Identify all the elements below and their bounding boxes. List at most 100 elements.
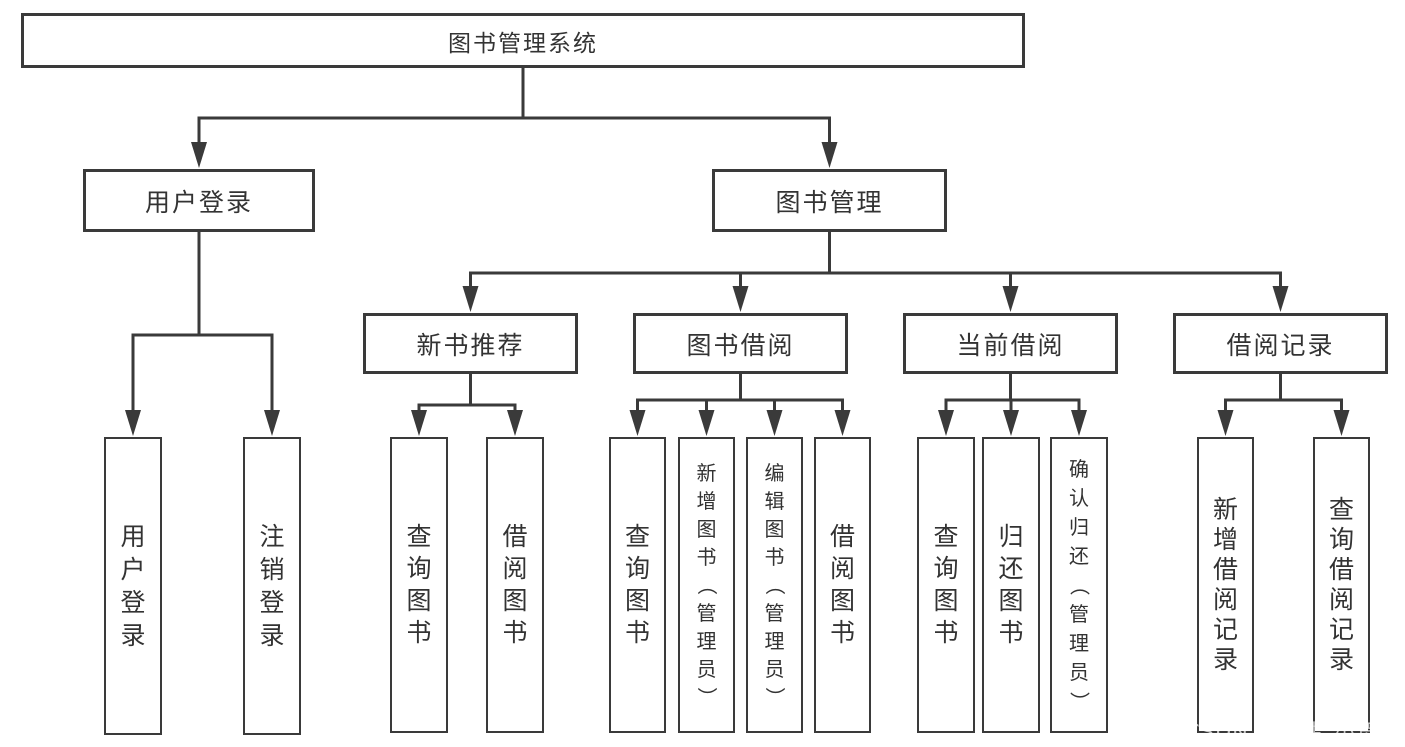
arrowhead-icon	[1217, 410, 1234, 436]
node-label-char: 查	[406, 522, 432, 551]
arrowhead-icon	[507, 410, 523, 436]
node-label-char: 录	[259, 621, 285, 650]
node-label-char: 图	[764, 517, 785, 541]
node-label-char: 图	[406, 586, 432, 615]
node-label-char: 书	[406, 618, 432, 647]
node-label-char: 新	[1212, 495, 1238, 524]
watermark: CSDN @软件_小贺同学	[1185, 720, 1405, 744]
node-label-char: 确	[1069, 456, 1089, 481]
node-label-char: 登	[259, 588, 285, 617]
node-new-book-recommend: 新书推荐	[363, 313, 578, 374]
node-label-char: 借	[502, 522, 528, 551]
node-cb-confirm-return: 确认归还 （ 管理员 ）	[1050, 437, 1108, 733]
arrowhead-icon	[411, 410, 427, 436]
arrowhead-icon	[938, 410, 954, 436]
node-label-char: 员	[696, 657, 717, 681]
node-label-char: 图	[624, 586, 650, 615]
node-cb-query-books: 查询图书	[917, 437, 975, 733]
node-label-char: 书	[829, 618, 855, 647]
arrowhead-icon	[1272, 286, 1289, 312]
node-label-char: 书	[998, 618, 1024, 647]
node-label-char: （	[1067, 575, 1092, 595]
node-label-char: 录	[120, 621, 146, 650]
node-br-query-record: 查询借阅记录	[1313, 437, 1370, 733]
node-label-char: 询	[933, 554, 959, 583]
node-label-char: 增	[696, 489, 717, 513]
node-label-char: （	[694, 575, 719, 595]
node-label-char: 阅	[1212, 585, 1238, 614]
node-label-char: 销	[259, 555, 285, 584]
arrowhead-icon	[264, 410, 280, 436]
node-label: 用户登录	[144, 187, 253, 217]
arrowhead-icon	[462, 286, 479, 312]
node-label: 图书借阅	[686, 330, 795, 360]
node-cb-return-books: 归还图书	[982, 437, 1040, 733]
node-label-char: 管	[1069, 601, 1089, 626]
node-label-char: 理	[1069, 630, 1089, 655]
node-label-char: 录	[1328, 645, 1354, 674]
node-label-char: 还	[1069, 543, 1089, 568]
node-borrow-records: 借阅记录	[1173, 313, 1388, 374]
arrowhead-icon	[629, 410, 646, 436]
node-label-char: 录	[1212, 645, 1238, 674]
node-label-char: 记	[1212, 615, 1238, 644]
node-label-char: 查	[624, 522, 650, 551]
node-label-char: 辑	[764, 489, 785, 513]
node-label-char: 注	[259, 522, 285, 551]
arrowhead-icon	[1002, 286, 1019, 312]
node-bb-borrow-books: 借阅图书	[814, 437, 871, 733]
node-label-char: 新	[696, 461, 717, 485]
node-label-char: 记	[1328, 615, 1354, 644]
node-label-char: 理	[764, 629, 785, 653]
node-label-char: 登	[120, 588, 146, 617]
node-book-borrow: 图书借阅	[633, 313, 848, 374]
node-label-char: 图	[998, 586, 1024, 615]
node-label-char: 询	[1328, 525, 1354, 554]
node-label-char: ）	[762, 687, 787, 707]
node-label: 图书管理系统	[448, 30, 598, 57]
node-root: 图书管理系统	[21, 13, 1025, 68]
node-label-char: 阅	[829, 554, 855, 583]
node-label-char: 图	[502, 586, 528, 615]
node-nb-borrow-books: 借阅图书	[486, 437, 544, 733]
node-bb-query-books: 查询图书	[609, 437, 666, 733]
node-label-char: 管	[764, 601, 785, 625]
node-label-char: 增	[1212, 525, 1238, 554]
node-label: 图书管理	[775, 187, 884, 217]
node-label-char: 户	[120, 555, 146, 584]
node-nb-query-books: 查询图书	[390, 437, 448, 733]
node-logout: 注销登录	[243, 437, 301, 735]
node-label-char: 书	[933, 618, 959, 647]
node-label-char: 阅	[1328, 585, 1354, 614]
arrowhead-icon	[191, 142, 207, 168]
node-label-char: 借	[1328, 555, 1354, 584]
node-label-char: 认	[1069, 485, 1089, 510]
node-label-char: 归	[1069, 514, 1089, 539]
node-label-char: ）	[1067, 691, 1092, 711]
node-label-char: 书	[696, 545, 717, 569]
node-label-char: （	[762, 575, 787, 595]
node-current-borrow: 当前借阅	[903, 313, 1118, 374]
arrowhead-icon	[821, 142, 838, 168]
node-label-char: 查	[933, 522, 959, 551]
node-label-char: 用	[120, 522, 146, 551]
node-bb-add-books: 新增图书（管理员）	[678, 437, 735, 733]
node-label-char: 员	[764, 657, 785, 681]
node-label-char: 图	[829, 586, 855, 615]
node-label-char: 还	[998, 554, 1024, 583]
arrowhead-icon	[766, 410, 783, 436]
node-bb-edit-books: 编辑图书（管理员）	[746, 437, 803, 733]
node-label: 借阅记录	[1226, 330, 1335, 360]
arrowhead-icon	[834, 410, 851, 436]
node-label-char: 询	[624, 554, 650, 583]
node-label-char: 阅	[502, 554, 528, 583]
node-label-char: 图	[696, 517, 717, 541]
node-label-char: 归	[998, 522, 1024, 551]
node-login: 用户登录	[104, 437, 162, 735]
node-br-add-record: 新增借阅记录	[1197, 437, 1254, 733]
arrowhead-icon	[1333, 410, 1350, 436]
node-label-char: 员	[1069, 659, 1089, 684]
node-label-char: 查	[1328, 495, 1354, 524]
